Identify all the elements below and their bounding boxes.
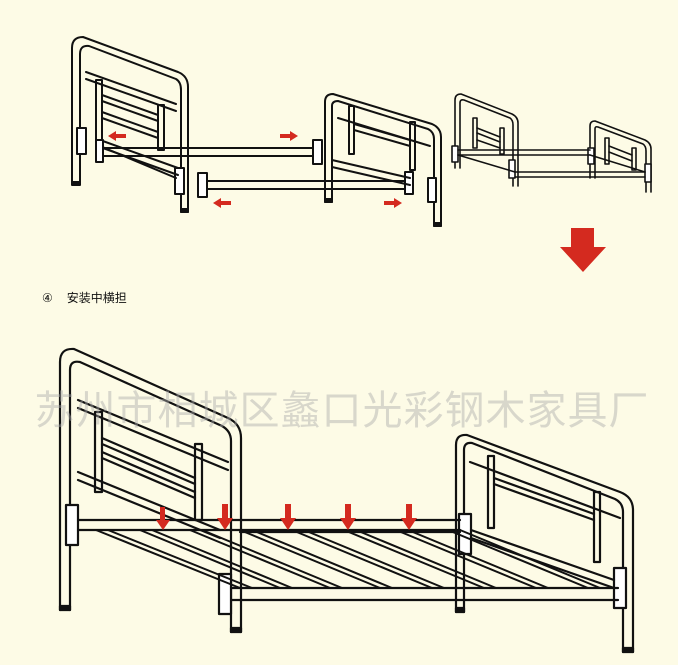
- arrow-down-icon: [217, 504, 233, 530]
- arrow-down-icon: [156, 507, 170, 530]
- arrow-down-large-icon: [560, 228, 606, 272]
- arrow-right-icon: [384, 198, 402, 208]
- arrow-left-icon: [108, 131, 126, 141]
- arrow-right-icon: [280, 131, 298, 141]
- arrow-left-icon: [213, 198, 231, 208]
- bed-slats: [95, 529, 601, 589]
- arrow-down-icon: [401, 504, 417, 530]
- step-label: ④ 安装中横担: [42, 289, 127, 306]
- bed-assembled-small: [451, 93, 652, 193]
- headboard-left-exploded: [71, 36, 189, 213]
- arrow-down-icon: [340, 504, 356, 530]
- step-title: 安装中横担: [66, 291, 127, 305]
- rail-lower-exploded: [197, 172, 411, 198]
- footboard-right-exploded: [324, 93, 442, 227]
- side-rail-back: [76, 518, 462, 532]
- headboard-left-large: [58, 347, 243, 634]
- rail-upper-exploded: [95, 139, 323, 165]
- arrow-down-icon: [280, 504, 296, 530]
- step-number: ④: [42, 291, 53, 305]
- footboard-right-large: [454, 433, 635, 654]
- side-rail-front: [230, 586, 620, 602]
